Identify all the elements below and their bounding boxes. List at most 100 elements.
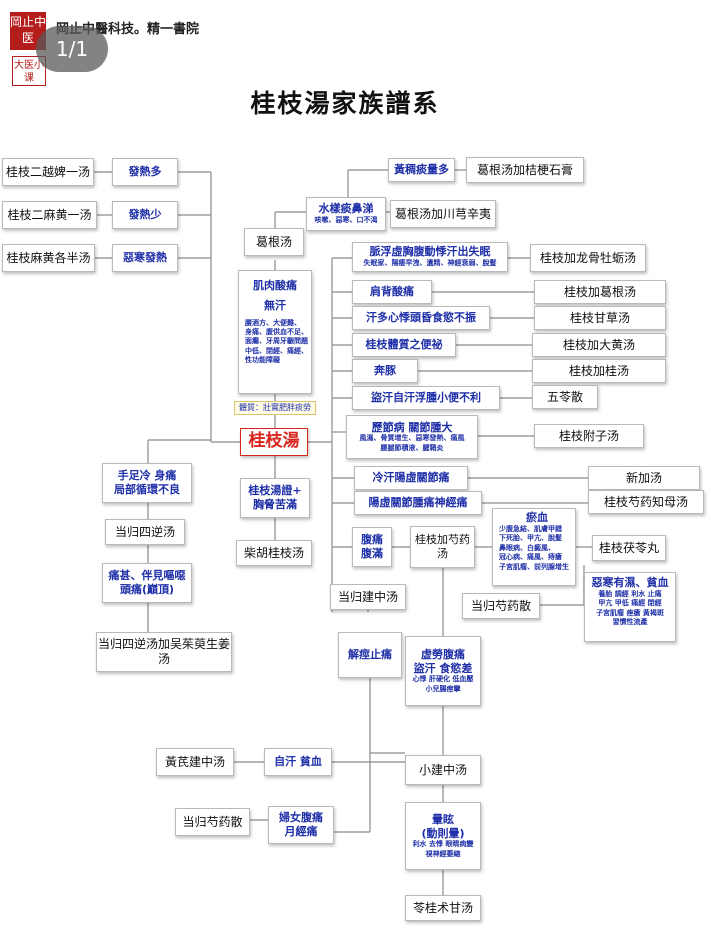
node-yun-xuan-sub-1: 視神經萎縮 [425,849,461,858]
node-mai-fu-sub: 失眠家、陽痿早洩、遺精、神經衰弱、脫髮 [363,259,497,268]
node-jia-gui[interactable]: 桂枝加桂汤 [532,359,666,383]
node-jia-long-gu-mu-li[interactable]: 桂枝加龙骨牡蛎汤 [530,244,646,272]
node-huang-chou-tan[interactable]: 黃稠痰量多 [388,158,455,182]
node-yu-xue-sub-0: 少腹急結、肌膚甲錯 [499,524,562,533]
node-xiong-xie-label: 胸脅苦滿 [253,498,297,511]
node-yu-xue-label: 瘀血 [526,511,548,524]
course-logo: 大医小课 [12,56,46,86]
node-leng-han-yang-xu[interactable]: 冷汗陽虛關節痛 [354,466,468,490]
node-wu-han-you-sub-1: 甲亢 甲低 痛經 閉經 [598,599,662,608]
node-shui-yang-tan-label: 水樣痰鼻涕 [318,202,374,216]
node-dang-gui-shao-yao-san-1[interactable]: 当归芍药散 [462,593,540,619]
node-dang-gui-si-ni[interactable]: 当归四逆汤 [105,519,185,545]
node-ge-gen-jia-jie-geng-shi-gao[interactable]: 葛根汤加桔梗石膏 [466,157,584,183]
node-ji-rou-sub-0: 腰酒方、大便難、 [245,318,301,327]
page-title: 桂枝湯家族譜系 [250,89,440,118]
node-dao-han-shi-yu-label: 盜汗 食慾差 [413,661,473,675]
node-yu-xue-sub-3: 冠心病、痛風、痔瘡 [499,553,562,562]
node-xu-lao-fu-tong[interactable]: 虚勞腹痛 盜汗 食慾差 心悸 肝硬化 低血壓 小兒腸痙攣 [405,636,481,706]
node-jie-jing-zhi-tong[interactable]: 解痙止痛 [338,632,402,678]
node-zi-han-pin-xue[interactable]: 自汗 貧血 [264,748,332,776]
node-dong-ze-yun-label: (動則暈) [421,826,465,840]
node-yun-xuan[interactable]: 暈眩 (動則暈) 利水 去悸 眼睛病變 視神經萎縮 [405,802,481,870]
node-shou-zu-leng[interactable]: 手足冷 身痛 局部循環不良 [102,463,192,503]
node-yu-xue[interactable]: 瘀血 少腹急結、肌膚甲錯 下死胎、甲亢、脫髮 鼻眼病、白癜風、 冠心病、痛風、痔… [492,508,576,586]
node-ji-rou-sub-4: 性功能障礙 [245,356,280,365]
node-gui-zhi-tang-center[interactable]: 桂枝湯 [240,428,308,456]
node-ju-bu-label: 局部循環不良 [114,483,180,496]
node-tong-shen-label: 痛甚、伴見嘔噁 [108,569,186,583]
node-shui-yang-tan[interactable]: 水樣痰鼻涕 咳嗽、惡寒、口不渴 [306,197,386,231]
node-wu-han-you-shi[interactable]: 惡寒有濕、貧血 養胎 調經 利水 止痛 甲亢 甲低 痛經 閉經 子宮肌瘤 痤瘡 … [584,572,676,642]
node-chai-hu-gui-zhi[interactable]: 柴胡桂枝汤 [236,540,312,566]
node-gui-zhi-fu-ling-wan[interactable]: 桂枝茯苓丸 [592,535,666,561]
node-ji-rou-sub-1: 身痛、腹供血不足、 [245,327,308,336]
node-fu-man-label: 腹滿 [361,547,383,560]
node-ge-gen-jia-chuan-xiong[interactable]: 葛根汤加川芎辛夷 [390,200,496,228]
node-jia-shao-yao[interactable]: 桂枝加芍药汤 [410,526,475,568]
node-wu-han-you-sub-3: 習慣性流產 [612,618,648,627]
node-wu-han-fa-re[interactable]: 惡寒發熱 [112,244,178,272]
node-jia-ge-gen[interactable]: 桂枝加葛根汤 [534,280,666,304]
node-li-jie-bing[interactable]: 歷節病 關節腫大 風濕、骨質增生、惡寒發熱、痛風 腰腿節積液、腱鞘炎 [346,415,478,459]
node-shao-yao-zhi-mu[interactable]: 桂枝芍药知母汤 [588,490,704,514]
node-yu-xue-sub-2: 鼻眼病、白癜風、 [499,543,555,552]
node-tou-tong-label: 頭痛(巔頂) [119,583,175,596]
node-gui-zhi-fu-zi[interactable]: 桂枝附子汤 [534,424,644,448]
node-huang-qi-jian-zhong[interactable]: 黃芪建中汤 [156,748,234,776]
node-gui-zhi-ma-huang-ge-ban[interactable]: 桂枝麻黄各半汤 [2,244,95,272]
node-jian-bei-suan-tong[interactable]: 肩背酸痛 [352,280,432,304]
node-mai-fu-label: 脈浮虛胸腹動悸汗出失眠 [369,245,491,259]
node-li-jie-label: 歷節病 關節腫大 [371,420,453,434]
node-yue-jing-label: 月經痛 [284,825,318,838]
node-fu-tong-fu-man[interactable]: 腹痛 腹滿 [352,527,392,567]
node-ji-rou-sub-3: 中低、閉經、痛經、 [245,346,308,355]
page-indicator[interactable]: 1/1 [36,26,108,72]
node-dang-gui-jian-zhong[interactable]: 当归建中汤 [330,584,406,610]
node-mai-fu-xu[interactable]: 脈浮虛胸腹動悸汗出失眠 失眠家、陽痿早洩、遺精、神經衰弱、脫髮 [352,242,508,272]
node-tong-shen[interactable]: 痛甚、伴見嘔噁 頭痛(巔頂) [102,563,192,603]
node-dao-han-zi-han[interactable]: 盜汗自汗浮腫小便不利 [352,386,500,410]
node-fu-nv-label: 婦女腹痛 [279,811,323,825]
node-fu-nv-fu-tong[interactable]: 婦女腹痛 月經痛 [268,806,334,844]
node-wu-han-you-sub-2: 子宮肌瘤 痤瘡 黃褐斑 [596,608,664,617]
node-yu-xue-sub-1: 下死胎、甲亢、脫髮 [499,534,562,543]
node-yang-xu-guan-jie[interactable]: 陽虛關節腫痛神經痛 [354,491,482,515]
node-wu-han-you-sub-0: 養胎 調經 利水 止痛 [598,589,662,598]
node-ji-rou-sub-2: 面癱、牙周牙齦問題 [245,337,308,346]
node-zheng-xiong-xie[interactable]: 桂枝湯證+ 胸脅苦滿 [240,478,310,518]
node-yu-xue-sub-4: 子宮肌瘤、前列腺增生 [499,562,569,571]
node-li-jie-sub-1: 腰腿節積液、腱鞘炎 [380,443,444,452]
node-ti-zhi-bian-mi[interactable]: 桂枝體質之便祕 [352,333,456,357]
node-gui-zhi-er-ma-huang-yi[interactable]: 桂枝二麻黄一汤 [2,201,97,229]
node-ling-gui-zhu-gan[interactable]: 苓桂术甘汤 [405,895,481,921]
node-ge-gen-tang[interactable]: 葛根汤 [244,228,304,256]
node-zheng-label: 桂枝湯證+ [248,484,302,498]
node-dang-gui-shao-yao-san-2[interactable]: 当归芍药散 [175,808,250,836]
node-xu-lao-sub-0: 心悸 肝硬化 低血壓 [412,675,474,684]
node-xu-lao-label: 虚勞腹痛 [421,647,465,661]
node-wu-han-you-label: 惡寒有濕、貧血 [591,576,669,589]
node-shou-zu-label: 手足冷 身痛 [117,469,177,483]
node-han-duo-xin-ji[interactable]: 汗多心悸頭昏食慾不振 [352,306,490,330]
node-wu-han-label: 無汗 [264,298,286,312]
node-li-jie-sub-0: 風濕、骨質增生、惡寒發熱、痛風 [359,434,465,443]
node-jia-da-huang[interactable]: 桂枝加大黄汤 [532,333,666,357]
node-gui-zhi-er-yue-bi-yi[interactable]: 桂枝二越婢一汤 [2,158,94,186]
constitution-label: 體質：壯實肥胖痰勞 [234,401,316,415]
node-xin-jia-tang[interactable]: 新加汤 [588,466,700,490]
node-xiao-jian-zhong[interactable]: 小建中汤 [405,755,481,785]
node-shui-yang-tan-sub: 咳嗽、惡寒、口不渴 [314,216,378,225]
node-wu-ling-san[interactable]: 五苓散 [532,385,598,409]
node-yun-xuan-sub-0: 利水 去悸 眼睛病變 [412,840,474,849]
node-yun-xuan-label: 暈眩 [432,812,454,826]
node-ji-rou-label: 肌肉酸痛 [253,279,297,292]
node-wu-zhu-yu-sheng-jiang[interactable]: 当归四逆汤加吴茱萸生姜汤 [96,632,232,672]
node-gui-zhi-gan-cao[interactable]: 桂枝甘草汤 [534,306,666,330]
node-ben-tun[interactable]: 奔豚 [352,359,418,383]
node-fa-re-duo[interactable]: 發熱多 [112,158,178,186]
node-fa-re-shao[interactable]: 發熱少 [112,201,178,229]
brand-logo: 岡止中医 [10,12,46,50]
node-ji-rou-suan-tong[interactable]: 肌肉酸痛 無汗 腰酒方、大便難、 身痛、腹供血不足、 面癱、牙周牙齦問題 中低、… [238,270,312,394]
node-xu-lao-sub-1: 小兒腸痙攣 [425,684,461,693]
